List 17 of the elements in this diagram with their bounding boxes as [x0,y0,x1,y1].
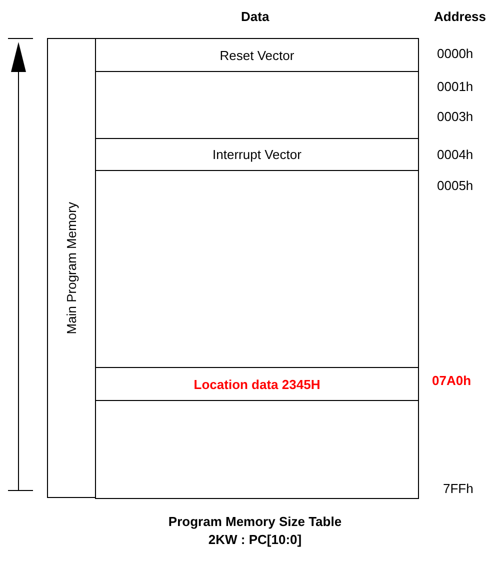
column-header: Data [241,9,270,24]
memory-label: Interrupt Vector [212,147,302,162]
caption: Program Memory Size Table 2KW : PC[10:0] [167,513,343,549]
memory-row [95,367,419,401]
memory-row [95,138,419,171]
memory-label: Reset Vector [220,48,294,62]
address-label: 0005h [437,178,474,193]
address-label: 07A0h [432,373,472,388]
memory-region-band [47,38,96,498]
memory-label: Main Program Memory [64,202,79,334]
address-label: 0003h [437,109,474,124]
address-label: 0001h [437,79,474,94]
address-label: 0000h [437,46,474,61]
address-label: 0004h [437,147,474,162]
memory-label: Location data 2345H [194,376,320,392]
address-label: 7FFh [443,481,474,496]
column-header: Address [434,9,486,24]
